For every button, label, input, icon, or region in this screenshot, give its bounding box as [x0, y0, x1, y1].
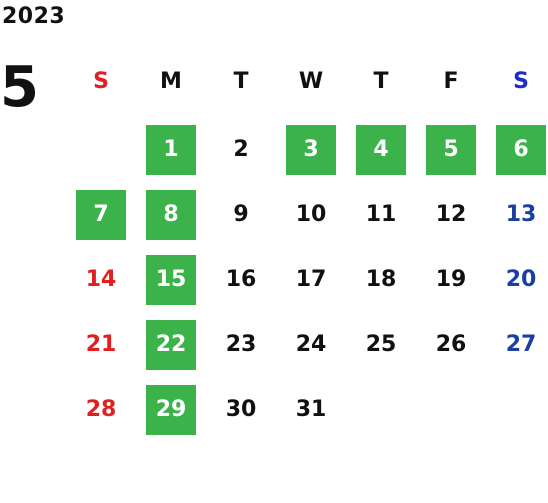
- day-cell[interactable]: 2: [233, 137, 249, 162]
- day-cell[interactable]: 9: [233, 202, 249, 227]
- day-cell[interactable]: 6: [496, 125, 546, 175]
- day-cell[interactable]: 23: [225, 332, 257, 357]
- day-cell[interactable]: 26: [435, 332, 467, 357]
- weekday-header: T: [233, 69, 249, 94]
- day-cell[interactable]: 27: [505, 332, 537, 357]
- day-cell[interactable]: 7: [76, 190, 126, 240]
- day-cell[interactable]: 11: [365, 202, 397, 227]
- day-cell[interactable]: 28: [85, 397, 117, 422]
- day-cell[interactable]: 14: [85, 267, 117, 292]
- day-cell[interactable]: 21: [85, 332, 117, 357]
- day-cell[interactable]: 29: [146, 385, 196, 435]
- day-cell[interactable]: 13: [505, 202, 537, 227]
- year-label: 2023: [2, 4, 66, 29]
- day-cell[interactable]: 8: [146, 190, 196, 240]
- weekday-header: S: [93, 69, 109, 94]
- day-cell[interactable]: 1: [146, 125, 196, 175]
- day-cell[interactable]: 19: [435, 267, 467, 292]
- day-cell[interactable]: 25: [365, 332, 397, 357]
- weekday-header: W: [298, 69, 324, 94]
- day-cell[interactable]: 12: [435, 202, 467, 227]
- day-cell[interactable]: 3: [286, 125, 336, 175]
- day-cell[interactable]: 17: [295, 267, 327, 292]
- month-label: 5: [0, 55, 39, 120]
- weekday-header: S: [513, 69, 529, 94]
- day-cell[interactable]: 18: [365, 267, 397, 292]
- day-cell[interactable]: 4: [356, 125, 406, 175]
- weekday-header: T: [373, 69, 389, 94]
- day-cell[interactable]: 5: [426, 125, 476, 175]
- weekday-header: M: [160, 69, 182, 94]
- day-cell[interactable]: 20: [505, 267, 537, 292]
- weekday-header: F: [443, 69, 459, 94]
- day-cell[interactable]: 16: [225, 267, 257, 292]
- day-cell[interactable]: 15: [146, 255, 196, 305]
- day-cell[interactable]: 22: [146, 320, 196, 370]
- day-cell[interactable]: 10: [295, 202, 327, 227]
- day-cell[interactable]: 30: [225, 397, 257, 422]
- day-cell[interactable]: 31: [295, 397, 327, 422]
- day-cell[interactable]: 24: [295, 332, 327, 357]
